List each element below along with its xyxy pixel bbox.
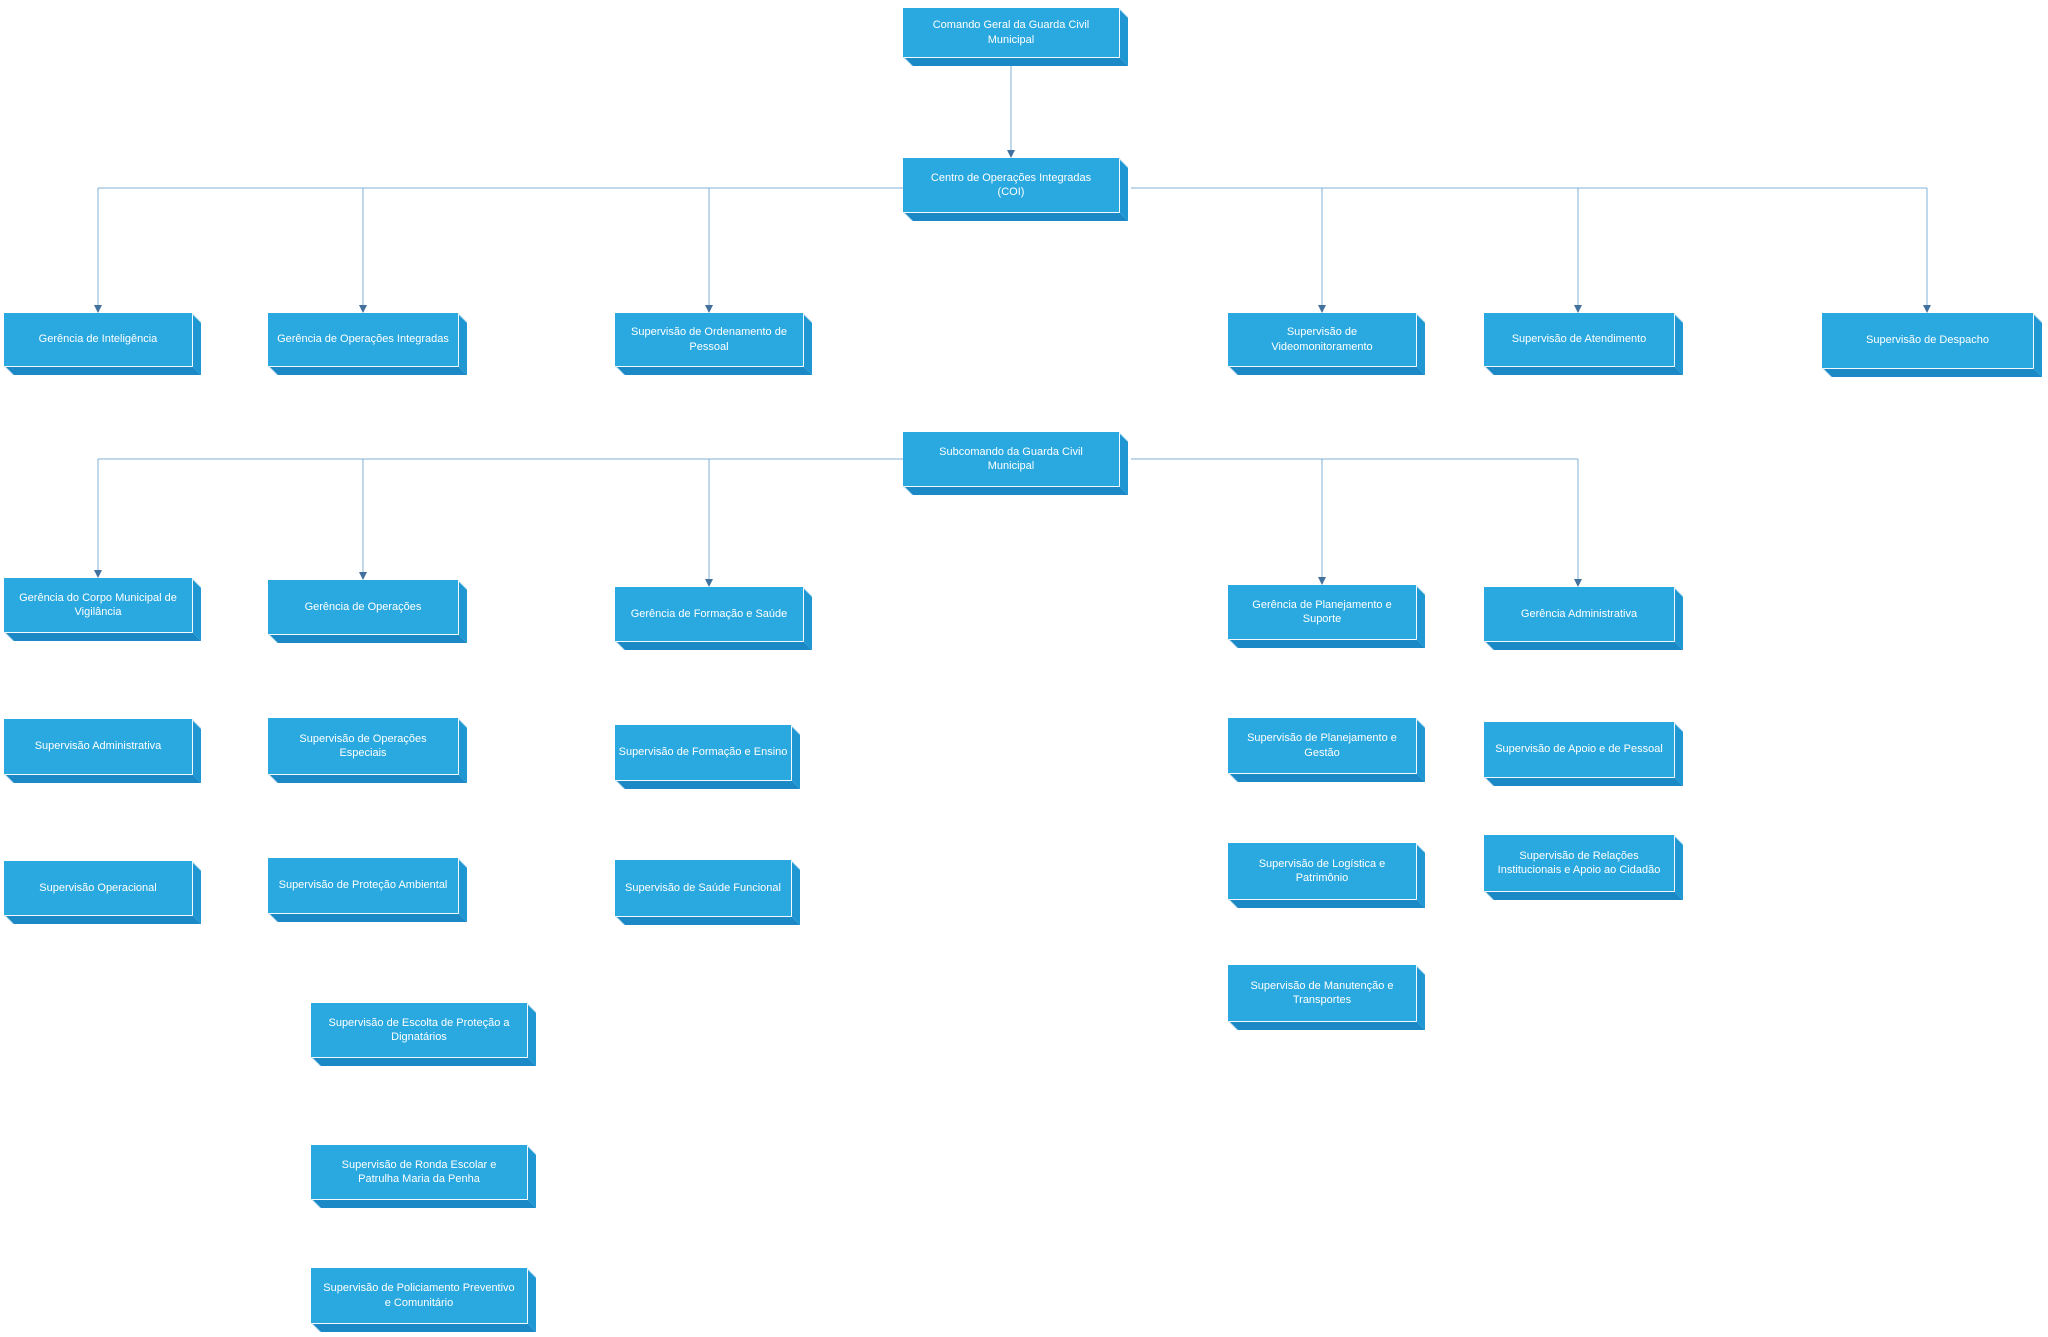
node-gerencia-corpo-vigilancia[interactable]: Gerência do Corpo Municipal de Vigilânci… (4, 578, 192, 632)
node-label: Gerência de Formação e Saúde (630, 607, 788, 620)
node-label: Gerência do Corpo Municipal de Vigilânci… (19, 591, 177, 618)
node-label: Supervisão de Relações Institucionais e … (1497, 849, 1661, 876)
node-label: Supervisão de Videomonitoramento (1271, 326, 1373, 353)
arrow-down-icon (1007, 150, 1015, 158)
node-gerencia-inteligencia[interactable]: Gerência de Inteligência (4, 313, 192, 366)
node-label: Supervisão de Saúde Funcional (625, 881, 781, 894)
node-supervisao-logistica-patrimonio[interactable]: Supervisão de Logística e Patrimônio (1228, 843, 1416, 899)
node-label: Subcomando da Guarda Civil Municipal (939, 445, 1083, 472)
node-gerencia-formacao-saude[interactable]: Gerência de Formação e Saúde (615, 587, 803, 641)
node-supervisao-ordenamento-pessoal[interactable]: Supervisão de Ordenamento de Pessoal (615, 313, 803, 366)
node-label: Supervisão de Ordenamento de Pessoal (631, 326, 787, 353)
node-supervisao-saude-funcional[interactable]: Supervisão de Saúde Funcional (615, 860, 791, 916)
node-comando-geral[interactable]: Comando Geral da Guarda Civil Municipal (903, 8, 1119, 57)
node-label: Gerência de Planejamento e Suporte (1252, 598, 1392, 625)
arrow-down-icon (1318, 305, 1326, 313)
node-gerencia-operacoes-integradas[interactable]: Gerência de Operações Integradas (268, 313, 458, 366)
node-coi[interactable]: Centro de Operações Integradas (COI) (903, 158, 1119, 212)
node-supervisao-escolta-dignatarios[interactable]: Supervisão de Escolta de Proteção a Dign… (311, 1003, 527, 1057)
node-label: Supervisão Operacional (39, 881, 157, 894)
node-supervisao-protecao-ambiental[interactable]: Supervisão de Proteção Ambiental (268, 858, 458, 913)
coi-subtree-connectors (94, 57, 1931, 313)
arrow-down-icon (705, 579, 713, 587)
node-label: Supervisão de Ronda Escolar e Patrulha M… (341, 1158, 497, 1185)
node-label: Gerência de Operações (304, 600, 422, 613)
arrow-down-icon (1574, 579, 1582, 587)
node-supervisao-formacao-ensino[interactable]: Supervisão de Formação e Ensino (615, 725, 791, 780)
arrow-down-icon (94, 305, 102, 313)
node-supervisao-administrativa[interactable]: Supervisão Administrativa (4, 719, 192, 774)
node-label: Supervisão de Despacho (1866, 334, 1989, 347)
node-label: Supervisão de Logística e Patrimônio (1258, 857, 1386, 884)
node-label: Supervisão de Operações Especiais (299, 732, 427, 759)
node-label: Supervisão de Proteção Ambiental (278, 879, 448, 892)
node-supervisao-apoio-pessoal[interactable]: Supervisão de Apoio e de Pessoal (1484, 722, 1674, 777)
node-supervisao-operacional[interactable]: Supervisão Operacional (4, 861, 192, 915)
node-label: Supervisão de Apoio e de Pessoal (1495, 743, 1663, 756)
subcomando-subtree-connectors (94, 458, 1582, 587)
node-label: Supervisão de Atendimento (1511, 333, 1647, 346)
node-label: Supervisão Administrativa (34, 740, 162, 753)
node-label: Centro de Operações Integradas (COI) (930, 171, 1092, 198)
node-label: Supervisão de Manutenção e Transportes (1250, 979, 1394, 1006)
node-label: Gerência de Operações Integradas (277, 333, 449, 346)
arrow-down-icon (359, 305, 367, 313)
node-gerencia-administrativa[interactable]: Gerência Administrativa (1484, 587, 1674, 641)
arrow-down-icon (1574, 305, 1582, 313)
arrow-down-icon (94, 570, 102, 578)
node-supervisao-atendimento[interactable]: Supervisão de Atendimento (1484, 313, 1674, 366)
node-supervisao-ronda-escolar[interactable]: Supervisão de Ronda Escolar e Patrulha M… (311, 1145, 527, 1199)
arrow-down-icon (1923, 305, 1931, 313)
node-supervisao-manutencao-transportes[interactable]: Supervisão de Manutenção e Transportes (1228, 965, 1416, 1021)
node-supervisao-policiamento-preventivo[interactable]: Supervisão de Policiamento Preventivo e … (311, 1268, 527, 1323)
node-subcomando[interactable]: Subcomando da Guarda Civil Municipal (903, 432, 1119, 486)
node-label: Supervisão de Policiamento Preventivo e … (323, 1282, 515, 1309)
node-gerencia-operacoes[interactable]: Gerência de Operações (268, 580, 458, 634)
node-gerencia-planejamento-suporte[interactable]: Gerência de Planejamento e Suporte (1228, 585, 1416, 639)
node-label: Supervisão de Planejamento e Gestão (1247, 732, 1397, 759)
arrow-down-icon (359, 572, 367, 580)
node-supervisao-operacoes-especiais[interactable]: Supervisão de Operações Especiais (268, 718, 458, 774)
node-supervisao-relacoes-institucionais[interactable]: Supervisão de Relações Institucionais e … (1484, 835, 1674, 891)
node-supervisao-videomonitoramento[interactable]: Supervisão de Videomonitoramento (1228, 313, 1416, 366)
node-supervisao-despacho[interactable]: Supervisão de Despacho (1822, 313, 2033, 368)
node-label: Gerência de Inteligência (38, 333, 158, 346)
node-label: Supervisão de Escolta de Proteção a Dign… (328, 1016, 510, 1043)
node-label: Supervisão de Formação e Ensino (618, 746, 788, 759)
node-supervisao-planejamento-gestao[interactable]: Supervisão de Planejamento e Gestão (1228, 718, 1416, 773)
node-label: Gerência Administrativa (1520, 607, 1638, 620)
arrow-down-icon (705, 305, 713, 313)
node-label: Comando Geral da Guarda Civil Municipal (932, 19, 1090, 46)
arrow-down-icon (1318, 577, 1326, 585)
